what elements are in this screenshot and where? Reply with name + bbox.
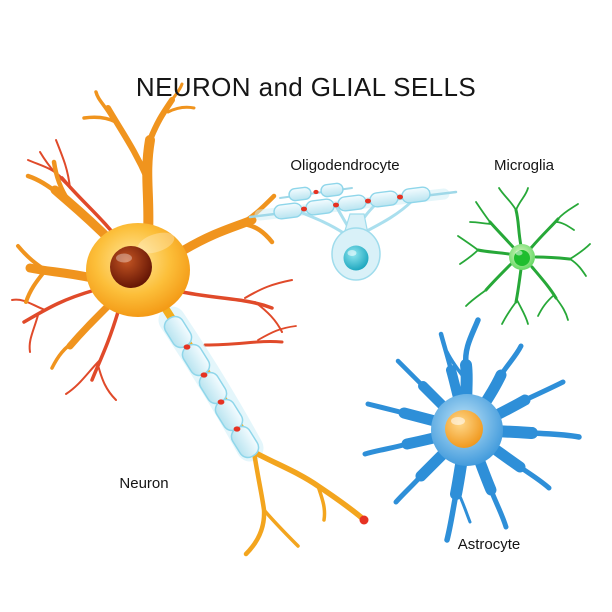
axon-terminals [243,449,365,557]
label-neuron: Neuron [119,475,169,492]
neuron-nucleus-highlight [116,253,132,263]
label-astrocyte: Astrocyte [457,536,521,553]
microglia-processes [457,187,591,325]
myelin-sheath [163,315,260,459]
oligodendrocyte-illustration [248,182,458,281]
astrocyte-nucleus [445,410,483,448]
oligo-nucleus [343,245,369,271]
neuron-dendrites [16,82,277,370]
nodes-of-ranvier [183,344,241,432]
neuron-red-dendrites [11,139,297,401]
neuron-soma-highlight [137,232,175,254]
terminal-tip-red [359,515,369,525]
neuron-nucleus [110,246,152,288]
neuron-illustration [11,82,369,557]
astrocyte-illustration [362,317,582,543]
page-title: NEURON and GLIAL SELLS [135,72,477,102]
oligo-myelin-wraps [273,182,431,220]
astrocyte-nucleus-highlight [451,417,465,425]
microglia-highlight [515,250,523,256]
label-oligodendrocyte: Oligodendrocyte [290,157,400,174]
oligo-nucleus-highlight [347,250,357,256]
oligo-node-dots [301,189,403,212]
microglia-illustration [457,187,591,325]
label-microglia: Microglia [493,157,555,174]
